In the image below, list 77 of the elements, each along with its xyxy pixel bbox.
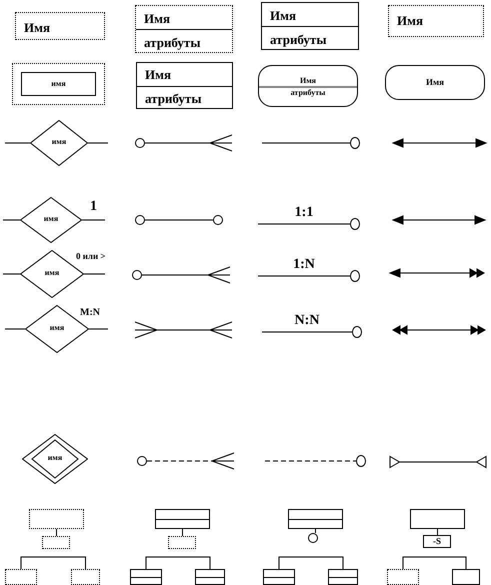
entity-box xyxy=(135,5,233,53)
entity-box xyxy=(136,62,233,109)
entity-box xyxy=(387,569,419,585)
relationship-diamond xyxy=(20,197,82,243)
circle-mark xyxy=(350,218,360,230)
circle-mark xyxy=(135,215,145,225)
entity-box xyxy=(29,509,84,529)
circle-mark xyxy=(350,270,360,282)
connector-line xyxy=(56,528,57,536)
bracket-connector xyxy=(278,556,344,570)
entity-box xyxy=(168,536,196,549)
entity-box xyxy=(130,569,162,585)
connector-line xyxy=(88,328,108,330)
attribute-text: атрибуты xyxy=(270,32,326,46)
entity-name: Имя xyxy=(300,77,316,85)
entity-box xyxy=(261,2,359,50)
relationship-name: имя xyxy=(44,269,60,277)
relationship-name: имя xyxy=(48,454,62,462)
entity-box xyxy=(388,5,484,37)
entity-name: -S xyxy=(433,537,441,546)
circle-mark xyxy=(350,137,360,149)
entity-name: имя xyxy=(51,80,66,88)
circle-mark xyxy=(352,326,362,338)
connector-line xyxy=(88,142,108,144)
connector-line xyxy=(262,142,350,144)
entity-name: Имя xyxy=(397,14,423,27)
relationship-name: имя xyxy=(50,324,64,332)
bracket-connector xyxy=(402,556,466,570)
relationship-diamond xyxy=(20,250,84,298)
circle-mark xyxy=(132,270,142,280)
circle-mark xyxy=(135,138,145,148)
relationship-name: имя xyxy=(44,215,58,223)
entity-box xyxy=(21,72,96,96)
attribute-text: атрибуты xyxy=(144,36,200,48)
entity-box xyxy=(155,509,210,529)
connector-line xyxy=(315,528,316,534)
relationship-name: имя xyxy=(52,138,66,146)
entity-box xyxy=(42,536,70,549)
entity-box xyxy=(452,569,480,585)
cardinality-label: 0 или > xyxy=(76,252,106,261)
entity-box xyxy=(71,569,100,585)
entity-name: Имя xyxy=(145,68,171,82)
connector-line xyxy=(264,460,356,462)
entity-box xyxy=(410,509,465,529)
entity-box xyxy=(328,569,358,585)
connector-line xyxy=(182,528,183,536)
attribute-text: атрибуты xyxy=(290,89,326,97)
attribute-text: атрибуты xyxy=(145,92,202,105)
connector-line xyxy=(144,134,232,152)
entity-name: Имя xyxy=(144,12,170,24)
entity-box xyxy=(263,569,295,585)
entity-box xyxy=(195,569,225,585)
circle-mark xyxy=(356,455,366,467)
entity-box xyxy=(12,63,105,105)
connector-line xyxy=(146,452,234,470)
connector-line xyxy=(4,328,26,330)
connector-line xyxy=(142,266,230,284)
rounded-box xyxy=(258,65,358,107)
cardinality-label: 1 xyxy=(90,200,97,214)
entity-box xyxy=(5,569,37,585)
entity-box xyxy=(288,509,343,529)
circle-mark xyxy=(213,215,223,225)
double-diamond xyxy=(22,434,88,484)
circle-mark xyxy=(308,533,318,543)
relationship-diamond xyxy=(30,120,88,166)
bracket-connector xyxy=(146,556,210,570)
connector-line xyxy=(4,142,30,144)
connector-line xyxy=(437,528,438,536)
entity-name: Имя xyxy=(426,78,444,87)
rounded-box xyxy=(385,65,485,100)
cardinality-label: M:N xyxy=(80,308,100,318)
entity-box xyxy=(15,12,105,40)
entity-name: Имя xyxy=(270,8,296,22)
entity-name: Имя xyxy=(24,21,50,34)
entity-box xyxy=(423,535,451,548)
bracket-connector xyxy=(20,556,86,570)
circle-mark xyxy=(137,456,147,466)
